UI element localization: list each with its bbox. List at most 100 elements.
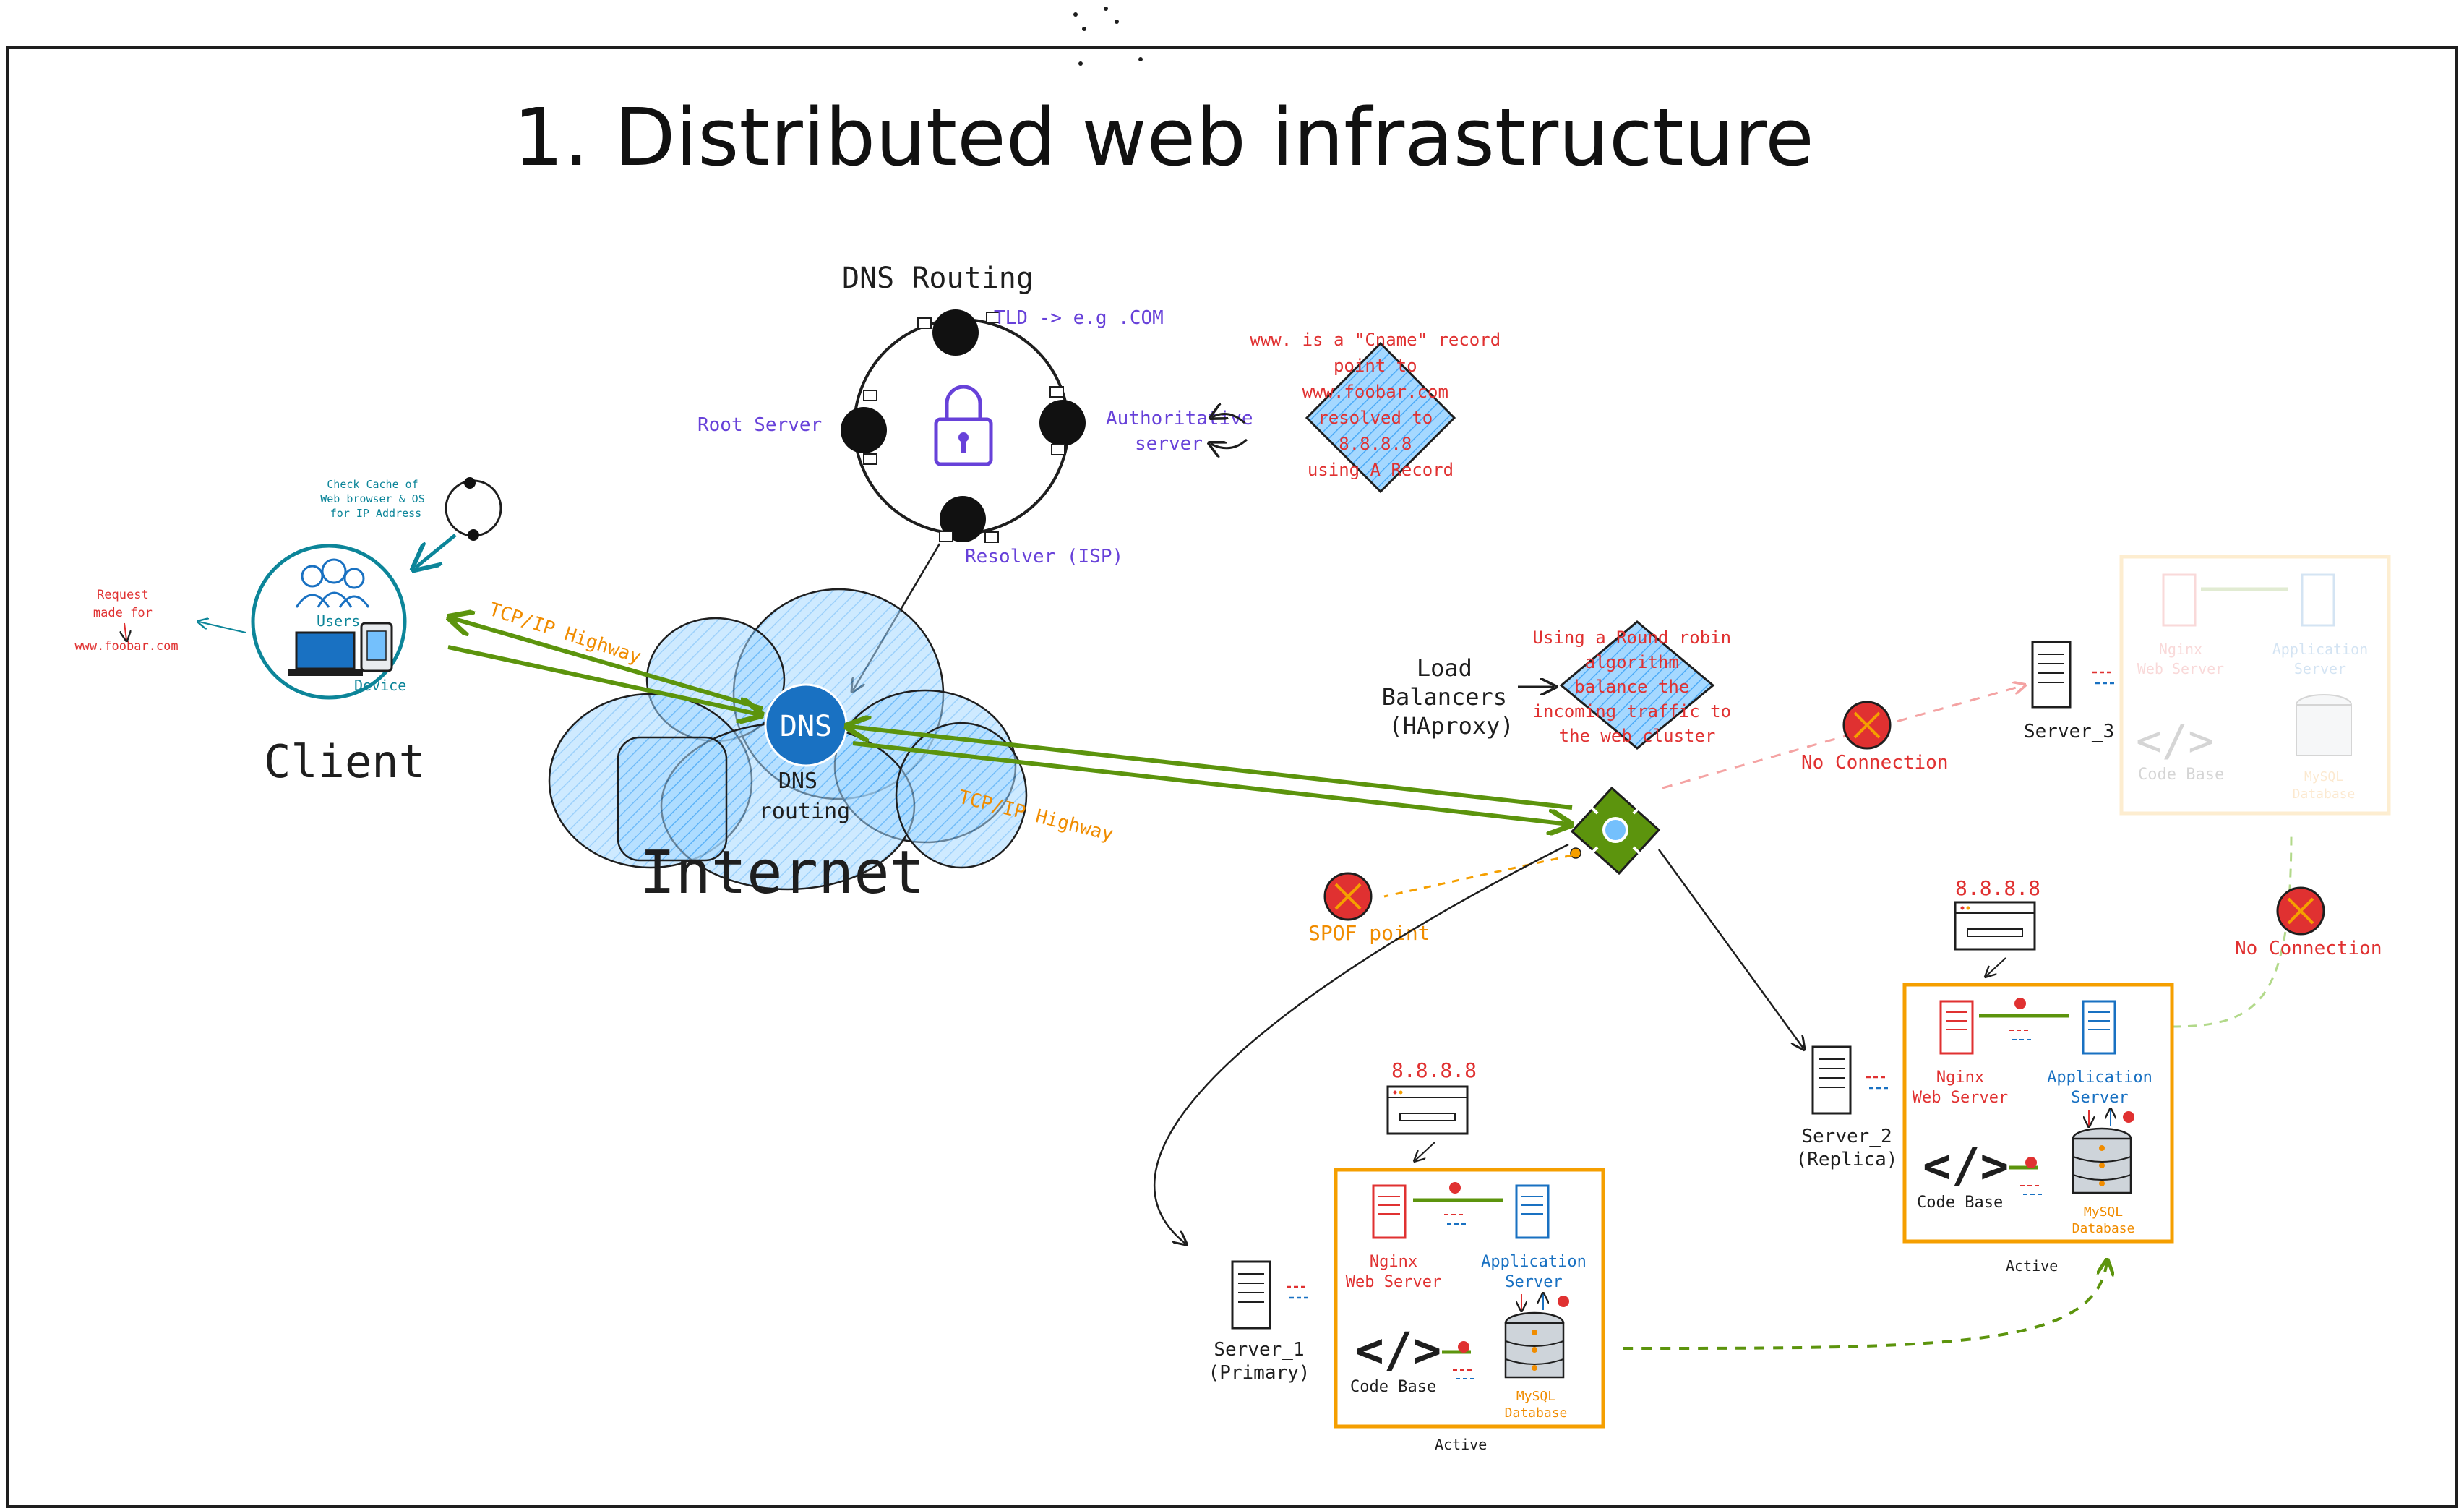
server-1-nginx-icon [1372,1184,1407,1239]
request-line-3: www.foobar.com [74,639,178,654]
server-1-label-1: Server_1 [1214,1339,1304,1361]
server-2-ip: 8.8.8.8 [1955,876,2040,900]
load-balancer-icon [1570,786,1661,876]
dns-routing-line-2: routing [759,799,850,824]
svg-text:www. is a "Cname" record: www. is a "Cname" record point to www.fo… [1250,330,1511,480]
spof-label: SPOF point [1308,921,1430,945]
server-1-db-icon [1504,1311,1565,1379]
lb-note-3: balance the [1574,677,1689,697]
device-label: Device [354,677,406,694]
server-2-icon [1811,1045,1852,1115]
svg-text:Server_2(Replica): Server_2(Replica) [1796,1126,1898,1170]
server-3-code-label: Code Base [2138,766,2224,784]
dns-routing-line-1: DNS [778,769,817,794]
server-2-label-1: Server_2 [1801,1126,1892,1147]
server-1-nginx-2: Web Server [1346,1273,1441,1291]
server-1-nginx-1: Nginx [1370,1253,1417,1271]
server-2-db-2: Database [2072,1221,2135,1236]
lb-note-2: algorithm [1585,652,1679,672]
svg-text:Request made for w: Request made for www.foobar.com [74,588,178,654]
server2-to-server3-arrow [2171,831,2293,1028]
lb-note-1: Using a Round robin [1533,628,1732,648]
server-1-db-1: MySQL [1516,1389,1555,1404]
cname-line-2: point to [1334,356,1417,376]
cname-note: www. is a "Cname" record point to www.fo… [1250,330,1511,494]
server-1-box [1334,1168,1605,1429]
internet-label: Internet [640,839,925,907]
lock-icon [934,385,993,466]
server-2-code-label: Code Base [1917,1194,2003,1212]
browser-icon-1 [1386,1085,1469,1135]
cname-line-5: 8.8.8.8 [1339,434,1412,454]
replication-arrow [1622,1262,2107,1350]
server-1-ip: 8.8.8.8 [1391,1058,1477,1082]
server-1-app-icon [1515,1184,1550,1239]
server-2-status: Active [2006,1257,2058,1275]
svg-text:Load Balancers (HA: Load Balancers (HAproxy) [1382,654,1521,740]
lb-label-1: Load [1417,654,1472,682]
server-1-label-2: (Primary) [1209,1362,1310,1384]
svg-text:Server_1(Primary): Server_1(Primary) [1209,1339,1310,1384]
no-connection-label-2: No Connection [2235,938,2382,959]
server-3-code-icon: </> [2136,716,2214,766]
cname-line-1: www. is a "Cname" record [1250,330,1501,350]
dns-routing-ring: DNS Routing TLD -> e.g .COM Root Server … [697,262,1253,568]
lb-to-server1-arrow [1153,843,1569,1244]
server-2-nginx-icon [1939,1000,1974,1055]
client-group: Users Device Client Check Cache of Web b… [74,477,502,788]
users-label: Users [317,612,360,630]
lb-note-4: incoming traffic to [1533,701,1732,722]
server-1-db-2: Database [1505,1405,1568,1421]
authoritative-label-1: Authoritative [1106,408,1253,429]
server-2-box [1902,983,2174,1244]
server-1-icon [1231,1260,1271,1330]
server-2-app-2: Server [2071,1089,2128,1107]
server-2-db-icon [2072,1127,2132,1194]
lb-to-server3-arrow [1662,685,2024,789]
lb-note-5: the web cluster [1559,726,1716,746]
server-3-db-2: Database [2293,787,2356,802]
lb-to-server2-arrow [1657,849,1803,1048]
dns-routing-heading: DNS Routing [842,262,1034,295]
internet-cloud: DNS DNS routing Internet [548,588,1028,907]
svg-text:Check Cache of Web brows: Check Cache of Web browser & OS for IP A… [320,478,432,520]
server-3-app-2: Server [2294,660,2346,677]
server-2-label-2: (Replica) [1796,1149,1898,1170]
authoritative-label-2: server [1135,433,1203,455]
server-1-app-2: Server [1505,1273,1562,1291]
cname-line-6: using A Record [1308,460,1454,480]
svg-text:DNS routing: DNS routing [759,769,850,824]
client-label: Client [264,735,426,788]
frame-border [6,46,2458,1508]
page-title: 1. Distributed web infrastructure [513,91,1814,184]
server-3-nginx-2: Web Server [2137,660,2224,677]
server-2-code-icon: </> [1923,1138,2009,1194]
laptop-icon [288,631,363,676]
top-dots [1073,7,1143,66]
lb-label-2: Balancers [1382,683,1507,711]
server-1-app-1: Application [1481,1253,1587,1271]
request-arrow [199,622,246,633]
svg-text:Using a Round robin algo: Using a Round robin algorithm balance th… [1533,628,1742,746]
request-line-1: Request [97,588,149,602]
load-balancer: Load Balancers (HAproxy) Using a Round r… [1308,620,1742,945]
server-2-app-icon [2082,1000,2116,1055]
server-1-code-icon: </> [1355,1322,1441,1378]
server-2-db-1: MySQL [2084,1204,2123,1220]
server-1-status: Active [1435,1436,1487,1453]
server-3-app-1: Application [2272,641,2368,658]
root-server-label: Root Server [697,414,822,436]
cache-arrow [416,534,457,568]
